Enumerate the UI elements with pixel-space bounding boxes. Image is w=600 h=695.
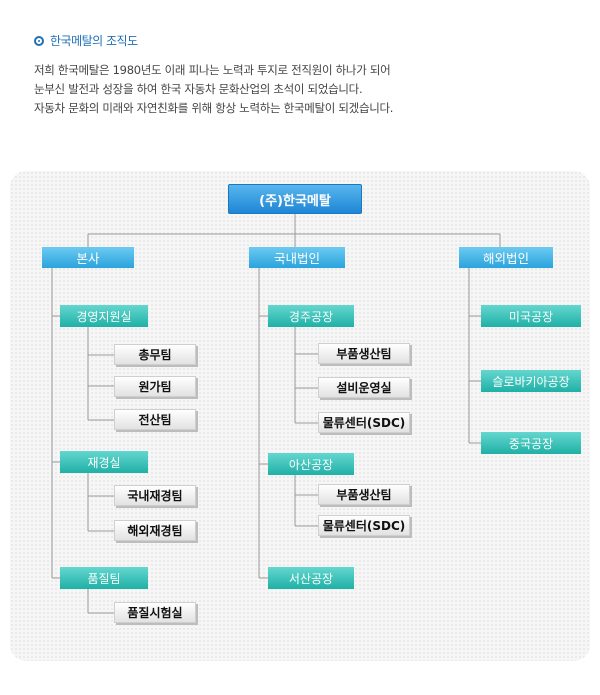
intro-line: 저희 한국메탈은 1980년도 이래 피나는 노력과 투지로 전직원이 하나가 … bbox=[34, 63, 391, 77]
team-it: 전산팀 bbox=[114, 409, 196, 430]
org-root: (주)한국메탈 bbox=[228, 184, 362, 214]
team-cost: 원가팀 bbox=[114, 376, 196, 397]
bullet-circle-icon bbox=[34, 35, 44, 46]
connector-line bbox=[87, 589, 114, 614]
team-general-affairs: 총무팀 bbox=[114, 344, 196, 365]
team-logistics-center: 물류센터(SDC) bbox=[318, 515, 410, 536]
unit-asan-plant: 아산공장 bbox=[268, 453, 354, 475]
team-facility-operation: 설비운영실 bbox=[318, 377, 410, 398]
intro-line: 눈부신 발전과 성장을 하여 한국 자동차 문화산업의 초석이 되었습니다. bbox=[34, 82, 363, 96]
intro-line: 자동차 문화의 미래와 자연친화를 위해 항상 노력하는 한국메탈이 되겠습니다… bbox=[34, 101, 394, 115]
unit-usa-plant: 미국공장 bbox=[481, 305, 581, 327]
intro-text: 저희 한국메탈은 1980년도 이래 피나는 노력과 투지로 전직원이 하나가 … bbox=[34, 61, 574, 118]
division-overseas: 해외법인 bbox=[459, 247, 553, 268]
connector-line bbox=[258, 268, 268, 579]
unit-slovakia-plant: 슬로바키아공장 bbox=[481, 370, 581, 392]
unit-gyeongju-plant: 경주공장 bbox=[268, 305, 354, 327]
team-parts-production: 부품생산팀 bbox=[318, 484, 410, 505]
connector-line bbox=[294, 475, 318, 527]
division-domestic: 국내법인 bbox=[249, 247, 345, 268]
connector-line bbox=[87, 327, 114, 421]
connector-line bbox=[294, 327, 318, 424]
connector-line bbox=[468, 268, 481, 444]
team-parts-production: 부품생산팀 bbox=[318, 343, 410, 364]
team-logistics-center: 물류센터(SDC) bbox=[318, 412, 410, 433]
unit-management-support: 경영지원실 bbox=[60, 305, 148, 327]
team-overseas-finance: 해외재경팀 bbox=[114, 520, 196, 541]
connector-line bbox=[51, 268, 60, 579]
connector-line bbox=[87, 214, 501, 247]
section-heading: 한국메탈의 조직도 bbox=[34, 32, 138, 49]
unit-finance: 재경실 bbox=[60, 451, 148, 473]
unit-china-plant: 중국공장 bbox=[481, 432, 581, 454]
team-quality-lab: 품질시험실 bbox=[114, 602, 196, 623]
connector-line bbox=[87, 473, 114, 532]
unit-quality: 품질팀 bbox=[60, 567, 148, 589]
team-domestic-finance: 국내재경팀 bbox=[114, 485, 196, 506]
division-hq: 본사 bbox=[42, 247, 134, 268]
section-title: 한국메탈의 조직도 bbox=[50, 34, 138, 48]
unit-seosan-plant: 서산공장 bbox=[268, 567, 354, 589]
